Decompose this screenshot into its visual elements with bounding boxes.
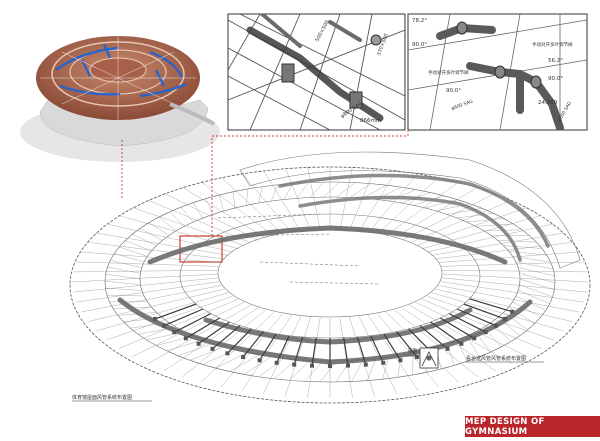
detail-left-dim-a: 866mm [360,118,381,124]
detail-right-angle-1: 78.2° [412,18,427,24]
mep-roof-plan [70,152,590,403]
detail-right-angle-5: 90.0° [446,88,461,94]
detail-right-elevation: 24.300 [538,100,558,106]
detail-view-right: 78.2° 90.0° 56.2° 90.0° 90.0° 24.300 手动对… [408,14,587,130]
gymnasium-3d-render [20,36,220,162]
detail-right-angle-3: 56.2° [548,58,563,64]
detail-view-left: 866mm 500×500 370×500 φ800 SAG [228,14,405,130]
caption-left: 体育馆屋面风管系统布置图 [72,394,132,401]
branch-ducts [153,299,514,368]
detail-right-angle-4: 90.0° [548,76,563,82]
caption-right: 看台送风管风管系统布置图 [466,355,526,362]
section-detail: 剖面 [406,347,438,368]
footer-title: MEP DESIGN OF GYMNASIUM [465,417,600,437]
detail-right-note-1: 手动对开多叶调节阀 [532,41,573,48]
detail-right-note-2: 手动对开多叶调节阀 [428,69,469,76]
footer-title-bar: MEP DESIGN OF GYMNASIUM [465,416,600,437]
detail-right-angle-2: 90.0° [412,42,427,48]
section-label: 剖面 [408,347,417,354]
main-ducts [120,228,530,362]
